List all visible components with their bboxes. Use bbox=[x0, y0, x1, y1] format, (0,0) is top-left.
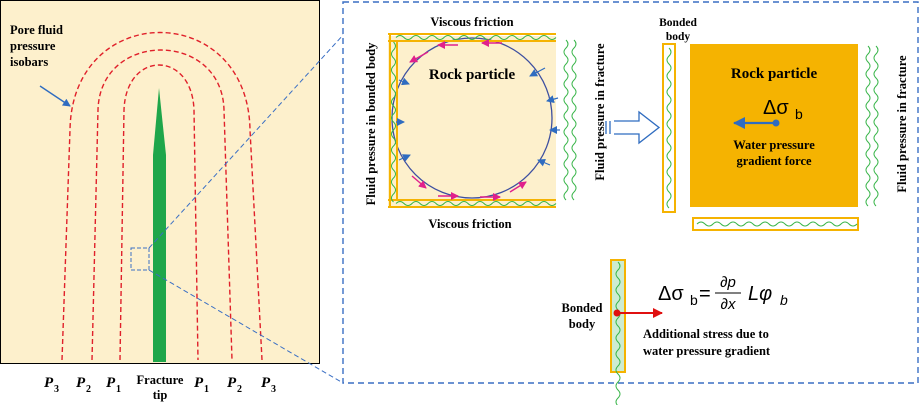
bonded-body-bottom-label-line1: Bonded bbox=[562, 301, 603, 315]
water-pressure-label-line1: Water pressure bbox=[733, 138, 815, 152]
friction-arrow-bottom-3 bbox=[509, 181, 527, 193]
svg-text:P: P bbox=[261, 375, 271, 391]
svg-text:2: 2 bbox=[86, 384, 91, 395]
pressure-arrow-outer-4 bbox=[537, 159, 551, 167]
fluid-pressure-bonded-body-label: Fluid pressure in bonded body bbox=[364, 42, 378, 206]
svg-text:3: 3 bbox=[54, 384, 59, 395]
svg-text:P: P bbox=[227, 375, 237, 391]
rock-particle-label-2: Rock particle bbox=[731, 66, 818, 82]
pressure-label-p1-left: P 1 bbox=[106, 375, 121, 395]
stress-equation: Δσ b = ∂p ∂x Lφ b bbox=[658, 274, 788, 313]
pressure-label-p1-right: P 1 bbox=[194, 375, 209, 395]
pressure-label-p2-right: P 2 bbox=[227, 375, 242, 395]
svg-text:b: b bbox=[795, 106, 803, 122]
isobar-label-line3: isobars bbox=[10, 55, 48, 69]
svg-text:3: 3 bbox=[271, 384, 276, 395]
svg-text:1: 1 bbox=[204, 384, 209, 395]
svg-text:P: P bbox=[194, 375, 204, 391]
pressure-arrow-inner-3 bbox=[398, 154, 411, 162]
friction-arrow-bottom-4 bbox=[411, 175, 427, 189]
water-pressure-label-line2: gradient force bbox=[736, 154, 812, 168]
svg-text:P: P bbox=[76, 375, 86, 391]
isobar-pointer-arrow bbox=[39, 85, 71, 107]
zoom-box bbox=[130, 247, 150, 271]
isobar-p2 bbox=[91, 49, 233, 361]
fracture bbox=[153, 88, 166, 362]
pressure-label-p3-left: P 3 bbox=[44, 375, 59, 395]
isobar-label-line2: pressure bbox=[10, 39, 56, 53]
rock-particle-circle bbox=[391, 37, 553, 199]
delta-sigma-label: Δσ b bbox=[763, 97, 803, 122]
svg-text:b: b bbox=[690, 292, 698, 308]
bonded-body-dot bbox=[613, 309, 621, 317]
square-bond-bottom bbox=[692, 217, 859, 231]
svg-text:P: P bbox=[44, 375, 54, 391]
particle-center-dot bbox=[772, 119, 780, 127]
bonded-body-top-label-line2: body bbox=[666, 31, 691, 43]
pressure-arrow-outer-2 bbox=[546, 95, 559, 104]
transition-arrow bbox=[614, 110, 661, 145]
svg-text:Lφ: Lφ bbox=[748, 283, 772, 305]
viscous-friction-top-label: Viscous friction bbox=[430, 15, 513, 29]
svg-text:b: b bbox=[780, 292, 788, 308]
fluid-pressure-fracture-label-1: Fluid pressure in fracture bbox=[593, 43, 607, 181]
additional-stress-label-line1: Additional stress due to bbox=[643, 327, 769, 341]
square-bond-left bbox=[662, 43, 676, 213]
rock-particle-label-1: Rock particle bbox=[429, 67, 516, 83]
additional-stress-label-line2: water pressure gradient bbox=[643, 344, 771, 358]
svg-text:Δσ: Δσ bbox=[763, 97, 789, 119]
pressure-arrow-outer-1 bbox=[529, 67, 546, 77]
fracture-tip-label-line2: tip bbox=[153, 388, 168, 402]
svg-text:∂p: ∂p bbox=[720, 274, 736, 291]
fluid-pressure-fracture-label-2: Fluid pressure in fracture bbox=[895, 55, 909, 193]
svg-text:∂x: ∂x bbox=[721, 296, 736, 313]
pressure-arrow-inner-1 bbox=[398, 77, 410, 86]
svg-text:1: 1 bbox=[116, 384, 121, 395]
svg-text:=: = bbox=[699, 283, 711, 305]
fracture-tip-label-line1: Fracture bbox=[137, 373, 184, 387]
bonded-body-bottom-label-line2: body bbox=[569, 317, 596, 331]
svg-text:P: P bbox=[106, 375, 116, 391]
svg-text:Δσ: Δσ bbox=[658, 283, 684, 305]
svg-text:2: 2 bbox=[237, 384, 242, 395]
friction-arrow-top-3 bbox=[409, 51, 429, 63]
zoom-line-bottom bbox=[148, 269, 344, 384]
isobar-p3 bbox=[61, 32, 263, 361]
isobar-label-line1: Pore fluid bbox=[10, 23, 63, 37]
bonded-body-top-label-line1: Bonded bbox=[659, 17, 697, 29]
isobar-p1 bbox=[119, 64, 199, 361]
pressure-label-p2-left: P 2 bbox=[76, 375, 91, 395]
pressure-label-p3-right: P 3 bbox=[261, 375, 276, 395]
viscous-friction-bottom-label: Viscous friction bbox=[428, 217, 511, 231]
